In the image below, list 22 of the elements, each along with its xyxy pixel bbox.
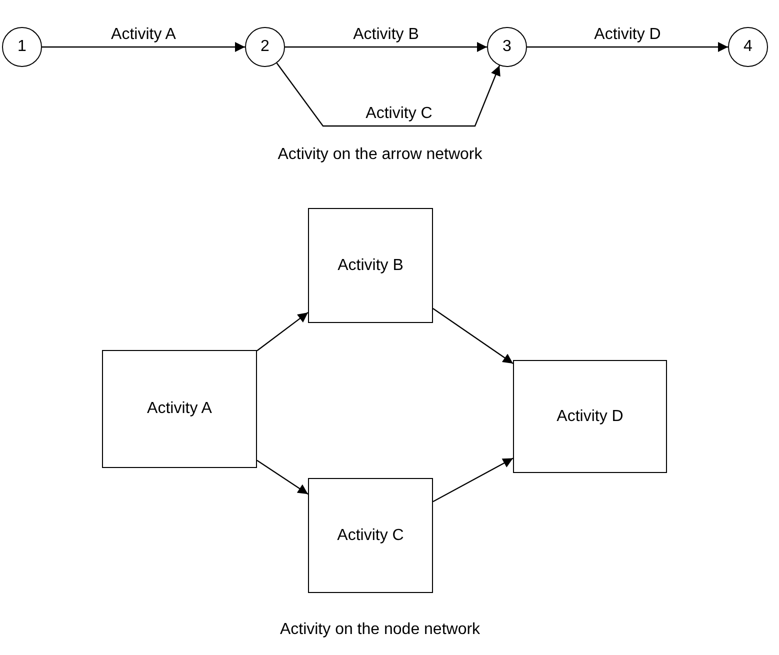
arrow xyxy=(256,460,308,495)
activity-box xyxy=(513,360,667,473)
activity-box xyxy=(308,478,433,593)
activity-box xyxy=(308,208,433,323)
arrow xyxy=(276,62,500,127)
arrow xyxy=(432,458,514,502)
activity-name: Activity C xyxy=(337,526,404,546)
arrow xyxy=(285,42,487,52)
activity-box xyxy=(102,350,257,468)
event-number: 4 xyxy=(744,37,752,57)
event-number: 3 xyxy=(502,37,512,57)
arrow xyxy=(527,42,728,52)
activity-name: Activity B xyxy=(338,256,404,276)
event-number: 1 xyxy=(18,37,26,57)
network-caption: Activity on the arrow network xyxy=(278,145,482,165)
activity-name: Activity D xyxy=(556,406,624,426)
arrow xyxy=(432,308,514,364)
network-caption: Activity on the node network xyxy=(280,620,480,640)
arrow xyxy=(42,42,245,52)
arrow xyxy=(256,312,308,352)
activity-name: Activity A xyxy=(147,399,212,419)
event-number: 2 xyxy=(260,37,270,57)
